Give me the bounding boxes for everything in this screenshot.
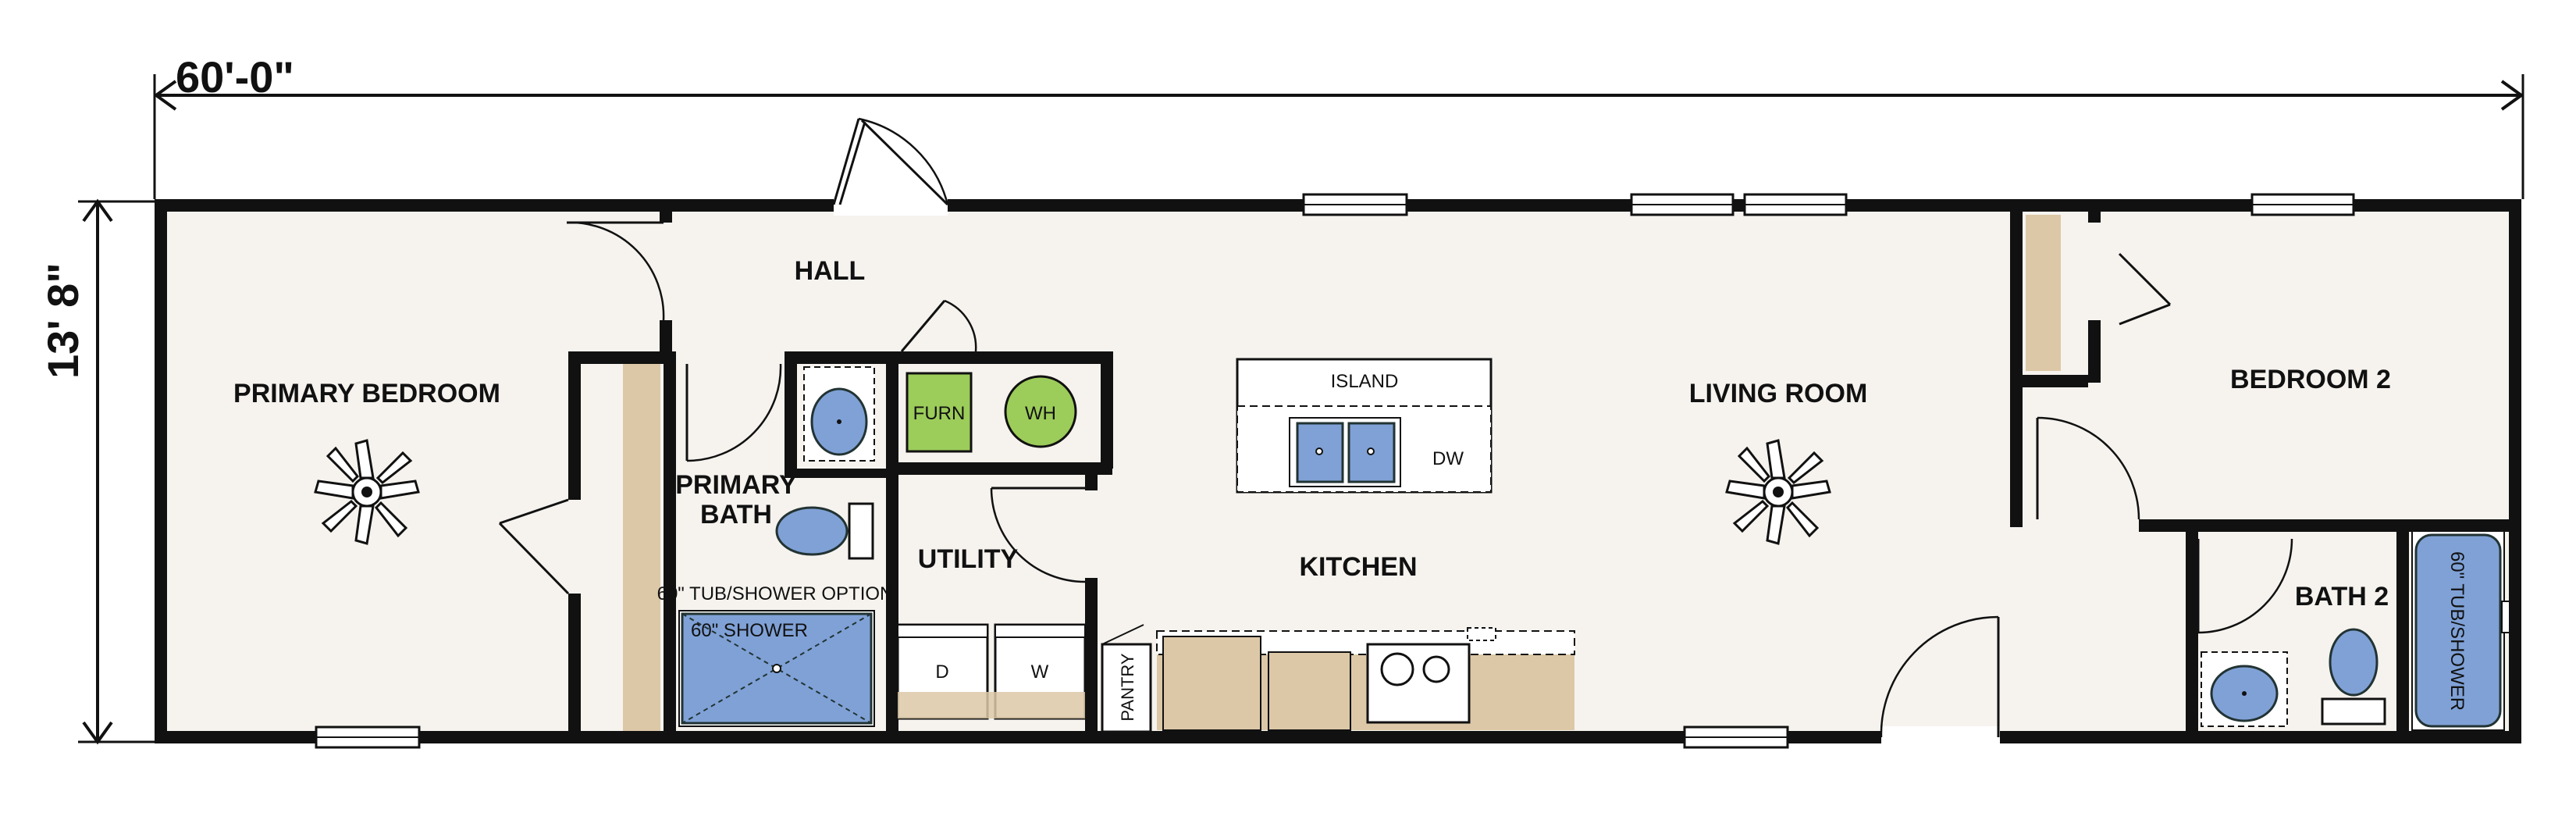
pantry-label: PANTRY — [1118, 653, 1137, 722]
bedroom2-closet-shelf — [2026, 215, 2061, 371]
bath2-toilet — [2321, 628, 2386, 726]
depth-label: 13' 8" — [38, 262, 87, 379]
interior-walls — [568, 199, 2509, 742]
dryer-label: D — [935, 661, 948, 683]
living-room-label: LIVING ROOM — [1689, 379, 1868, 408]
width-dimension: 60'-0" — [153, 52, 2524, 199]
primary-bedroom-door[interactable] — [566, 221, 665, 321]
bedroom2-door[interactable] — [2036, 416, 2140, 520]
kitchen-island — [1236, 358, 1493, 494]
primary-shower — [678, 610, 875, 727]
primary-bedroom-label: PRIMARY BEDROOM — [233, 379, 500, 408]
bedroom-2-label: BEDROOM 2 — [2230, 365, 2391, 394]
laundry-shelf — [898, 692, 1085, 718]
primary-bath-label-2: BATH — [700, 500, 772, 529]
tub-shower-2-label: 60" TUB/SHOWER — [2446, 551, 2467, 711]
kitchen-label: KITCHEN — [1299, 552, 1417, 582]
width-label: 60'-0" — [176, 52, 294, 102]
furnace-closet-door[interactable] — [900, 299, 977, 352]
ceiling-fan-icon — [314, 439, 420, 545]
bath2-sink — [2201, 651, 2288, 727]
entry-door[interactable] — [832, 117, 949, 206]
water-heater — [1004, 375, 1077, 448]
bath2-door[interactable] — [2197, 538, 2293, 634]
rear-door[interactable] — [1880, 615, 2000, 738]
bedroom2-closet-door[interactable] — [2118, 252, 2172, 326]
furnace-label: FURN — [913, 403, 966, 424]
furnace — [906, 372, 973, 453]
rear-door-gap — [1881, 726, 2000, 748]
utility-door[interactable] — [990, 487, 1086, 583]
island-label: ISLAND — [1331, 371, 1399, 392]
shower-label: 60" SHOWER — [691, 620, 808, 641]
primary-bath-toilet — [775, 502, 874, 560]
dishwasher-label: DW — [1432, 448, 1464, 469]
pantry — [1101, 624, 1152, 733]
primary-bath-label-1: PRIMARY — [675, 470, 797, 500]
closet-shelf — [623, 364, 660, 731]
bath-2-label: BATH 2 — [2295, 582, 2389, 611]
kitchen-counter — [1156, 627, 1575, 731]
utility-label: UTILITY — [918, 544, 1019, 574]
entry-door-gap — [834, 195, 948, 216]
water-heater-label: WH — [1025, 403, 1056, 424]
closet-door[interactable] — [498, 498, 570, 595]
tub-option-label: 60" TUB/SHOWER OPTION — [657, 583, 894, 604]
ceiling-fan-icon — [1725, 439, 1831, 545]
primary-bath-door[interactable] — [685, 363, 782, 462]
washer-label: W — [1031, 661, 1049, 683]
hall-label: HALL — [795, 256, 866, 286]
depth-dimension: 13' 8" — [38, 198, 156, 745]
primary-bath-sink — [803, 366, 875, 462]
bath2-tub — [2411, 530, 2510, 731]
windows — [315, 193, 2355, 749]
